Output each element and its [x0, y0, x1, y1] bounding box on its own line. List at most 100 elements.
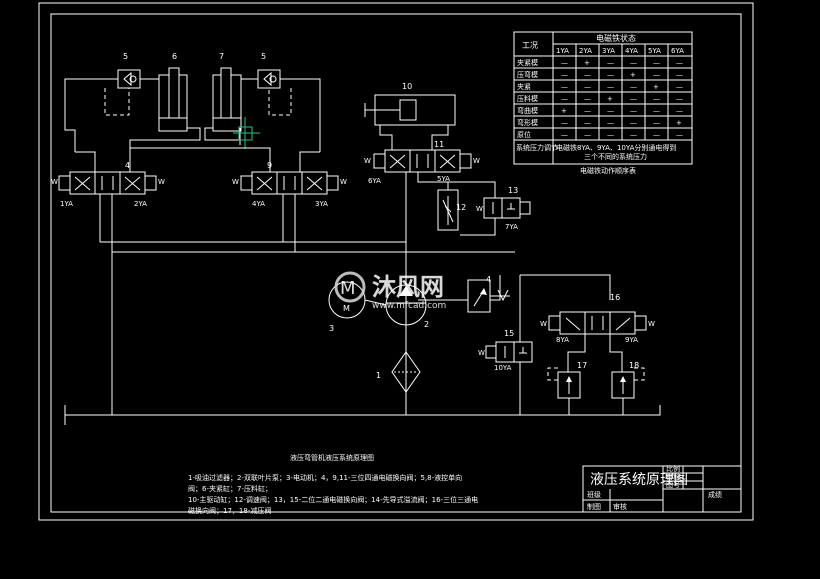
svg-text:W: W [648, 320, 655, 328]
double-vane-pump-2: M 3 2 [328, 281, 429, 333]
table-header: 2YA [579, 47, 592, 55]
table-cell: — [607, 71, 614, 79]
directional-valve-4: W W 4 1YA 2YA [51, 161, 165, 252]
title-block-class: 班级 [587, 490, 601, 499]
legend-line-4: 磁换向阀；17，18-减压阀 [188, 506, 271, 515]
table-cell: — [584, 95, 591, 103]
pipe-lines-upper-left [64, 78, 321, 172]
svg-text:W: W [473, 157, 480, 165]
main-supply-lines [64, 241, 661, 425]
svg-text:W: W [158, 178, 165, 186]
svg-text:W: W [478, 349, 485, 357]
table-cell: — [653, 131, 660, 139]
table-header: 1YA [556, 47, 569, 55]
main-drive-cylinder-10: 10 [364, 82, 456, 150]
label-11: 11 [434, 140, 444, 149]
table-header: 6YA [671, 47, 684, 55]
title-block-scale: 比例 [666, 464, 680, 473]
table-cell: — [561, 83, 568, 91]
table-cell: — [607, 107, 614, 115]
motor-label: M [343, 304, 350, 313]
table-header: 3YA [602, 47, 615, 55]
valve-label-7ya: 7YA [505, 223, 518, 231]
two-way-valve-15: W 15 10YA [478, 329, 533, 372]
label-15: 15 [504, 329, 514, 338]
label-4a: 4 [125, 161, 130, 170]
table-row-name: 夹紧模 [517, 58, 538, 67]
table-cell: + [653, 83, 659, 91]
label-1: 1 [376, 371, 381, 380]
valve-label-6ya: 6YA [368, 177, 381, 185]
clamping-cylinder-6: 6 [158, 52, 188, 132]
table-row-name: 压弯模 [517, 70, 538, 79]
table-cell: — [676, 71, 683, 79]
table-cell: — [584, 71, 591, 79]
label-2: 2 [424, 320, 429, 329]
label-17: 17 [577, 361, 587, 370]
svg-text:W: W [232, 178, 239, 186]
title-block-drafter: 制图 [587, 502, 601, 511]
table-cell: — [676, 59, 683, 67]
table-cell: — [630, 131, 637, 139]
table-cell: + [630, 71, 636, 79]
table-work-header: 工况 [522, 41, 538, 50]
table-cell: — [676, 131, 683, 139]
svg-text:4: 4 [486, 275, 491, 284]
table-cell: — [630, 119, 637, 127]
table-cell: — [676, 107, 683, 115]
svg-text:W: W [540, 320, 547, 328]
table-cell: — [607, 83, 614, 91]
table-cell: + [676, 119, 682, 127]
table-cell: — [561, 59, 568, 67]
table-cell: — [653, 107, 660, 115]
svg-text:W: W [476, 205, 483, 213]
table-cell: — [561, 71, 568, 79]
table-cell: — [630, 83, 637, 91]
label-18: 18 [629, 361, 639, 370]
label-9: 9 [267, 161, 272, 170]
directional-valve-9: W W 9 4YA 3YA [232, 161, 347, 252]
label-3: 3 [329, 324, 334, 333]
title-block-name: 液压系统原理图 [590, 472, 688, 488]
label-10: 10 [402, 82, 412, 91]
label-5a: 5 [123, 52, 128, 61]
table-header: 4YA [625, 47, 638, 55]
table-note-line2: 三个不同的系统压力 [584, 152, 647, 161]
two-way-valve-13: W 13 7YA [476, 186, 531, 231]
label-5b: 5 [261, 52, 266, 61]
table-cell: — [653, 71, 660, 79]
table-note-line1: 电磁铁8YA、9YA、10YA分别通电得到 [556, 143, 676, 152]
svg-text:W: W [364, 157, 371, 165]
table-cell: — [561, 131, 568, 139]
svg-text:W: W [51, 178, 58, 186]
table-cell: + [607, 95, 613, 103]
three-way-valve-16: W W 16 8YA 9YA [540, 293, 655, 372]
table-row-name: 弯形模 [517, 118, 538, 127]
table-header: 5YA [648, 47, 661, 55]
table-cell: — [630, 107, 637, 115]
table-cell: — [561, 119, 568, 127]
reducing-valve-17: 17 [547, 361, 587, 415]
table-row-name: 压料模 [517, 94, 538, 103]
table-title: 电磁铁状态 [596, 33, 636, 43]
label-13: 13 [508, 186, 518, 195]
valve-label-10ya: 10YA [494, 364, 512, 372]
drawing-frame [38, 2, 754, 521]
component-legend: 1-吸油过滤器；2-双联叶片泵；3-电动机；4，9,11-三位四通电磁换向阀；5… [188, 473, 478, 515]
speed-control-valve-12: 12 [437, 182, 466, 231]
table-cell: — [653, 59, 660, 67]
table-cell: + [584, 59, 590, 67]
title-block-reviewer: 审核 [613, 502, 627, 511]
watermark-logo-icon: M [340, 278, 356, 299]
table-cell: — [630, 59, 637, 67]
title-block-drawing-no: 图号 [666, 481, 680, 489]
table-cell: — [653, 119, 660, 127]
valve-label-1ya: 1YA [60, 200, 73, 208]
reducing-valve-18: 18 [611, 361, 645, 415]
table-cell: — [607, 119, 614, 127]
title-block-material: 材料 [666, 472, 680, 481]
watermark-url: www.mfcad.com [372, 301, 446, 311]
watermark: M 沐风网 www.mfcad.com [334, 271, 446, 311]
table-cell: — [584, 83, 591, 91]
